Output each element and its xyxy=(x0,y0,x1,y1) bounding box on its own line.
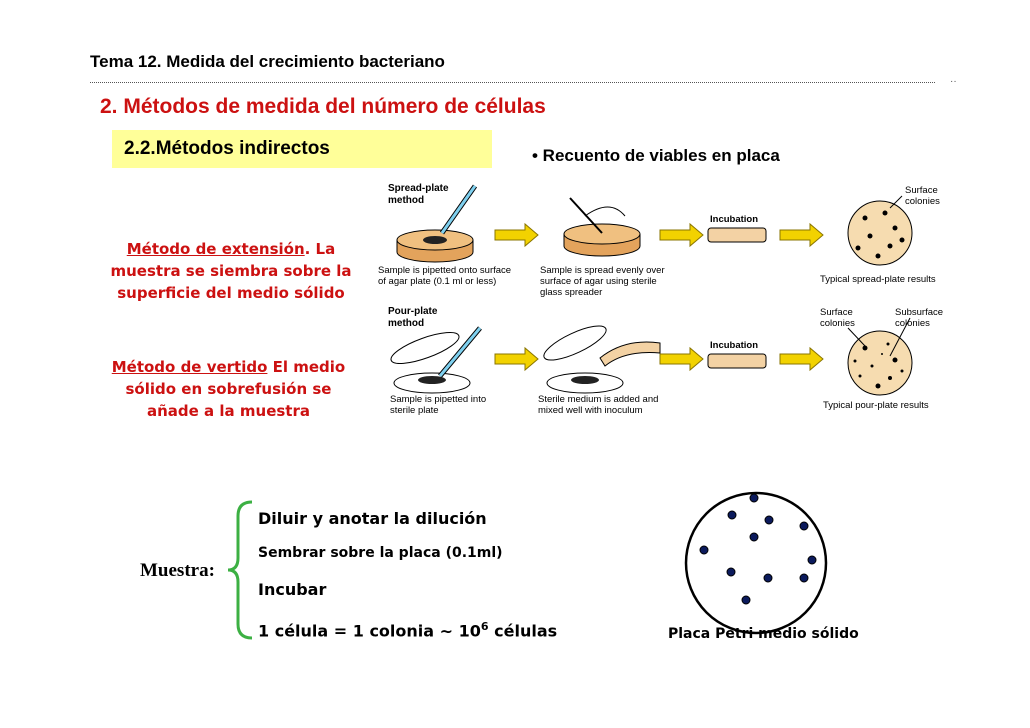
arrow-2 xyxy=(659,222,704,248)
pour-surface-label-1: Surface xyxy=(820,307,853,318)
spread-step2-2: surface of agar using sterile xyxy=(540,276,657,287)
incubation-plate-1 xyxy=(707,227,767,243)
incubation-label-2: Incubation xyxy=(710,340,758,351)
section-heading: 2. Métodos de medida del número de célul… xyxy=(100,95,546,118)
pour-step1-2: sterile plate xyxy=(390,405,439,416)
spread-title-1: Spread-plate xyxy=(388,183,449,194)
spread-plate-1 xyxy=(396,229,474,263)
vertido-line3: añade a la muestra xyxy=(147,402,310,420)
pour-step1-1: Sample is pipetted into xyxy=(390,394,486,405)
title-divider xyxy=(90,82,935,83)
step-plate: Sembrar sobre la placa (0.1ml) xyxy=(258,545,503,561)
surface-pointer xyxy=(889,195,903,209)
bullet-viable-count: • Recuento de viables en placa xyxy=(532,146,780,165)
spread-step1-1: Sample is pipetted onto surface xyxy=(378,265,511,276)
arrow-5 xyxy=(659,346,704,372)
subsurface-label-2: colonies xyxy=(895,318,930,329)
vertido-line2: sólido en sobrefusión se xyxy=(125,380,332,398)
pour-surface-pointer xyxy=(847,327,866,347)
plating-methods-figure: Spread-plate method Sample is pipetted o… xyxy=(378,183,943,416)
green-brace xyxy=(227,500,253,640)
spread-plate-2 xyxy=(563,197,641,257)
pour-pipette-icon xyxy=(438,326,482,378)
extension-line2: muestra se siembra sobre la xyxy=(110,262,352,280)
arrow-3 xyxy=(779,222,824,248)
step-cell-colony: 1 célula = 1 colonia ~ 106 células xyxy=(258,620,557,640)
step-dilute: Diluir y anotar la dilución xyxy=(258,509,487,528)
extension-line1: . La xyxy=(304,240,336,258)
pour-plate-2 xyxy=(543,325,661,394)
pour-step2-2: mixed well with inoculum xyxy=(538,405,643,416)
subsection-box: 2.2.Métodos indirectos xyxy=(112,130,492,168)
vertido-line1: El medio xyxy=(267,358,346,376)
step4-end: células xyxy=(488,621,558,641)
incubation-plate-2 xyxy=(707,353,767,369)
spread-step1-2: of agar plate (0.1 ml or less) xyxy=(378,276,496,287)
pour-title-2: method xyxy=(388,318,424,329)
pour-title-1: Pour-plate xyxy=(388,306,438,317)
step-incubate: Incubar xyxy=(258,580,327,599)
step4-exponent: 6 xyxy=(480,620,489,633)
spread-step2-1: Sample is spread evenly over xyxy=(540,265,665,276)
colony-dots xyxy=(699,493,817,605)
spread-result-plate xyxy=(847,200,913,266)
subsurface-label-1: Subsurface xyxy=(895,307,943,318)
extension-heading: Método de extensión xyxy=(126,240,305,258)
petri-caption: Placa Petri medio sólido xyxy=(668,626,859,642)
step4-main: 1 célula = 1 colonia ~ 10 xyxy=(258,621,481,641)
spread-title-2: method xyxy=(388,195,424,206)
pour-plate-1 xyxy=(390,332,471,394)
arrow-4 xyxy=(494,346,539,372)
pour-surface-label-2: colonies xyxy=(820,318,855,329)
extension-line3: superficie del medio sólido xyxy=(117,284,345,302)
arrow-6 xyxy=(779,346,824,372)
pour-results-label: Typical pour-plate results xyxy=(823,400,929,411)
page-title: Tema 12. Medida del crecimiento bacteria… xyxy=(90,52,445,71)
divider-ornament: ·· xyxy=(950,76,957,87)
spread-results-label: Typical spread-plate results xyxy=(820,274,936,285)
surface-colonies-label-2: colonies xyxy=(905,196,940,207)
pour-result-plate xyxy=(847,330,913,396)
arrow-1 xyxy=(494,222,539,248)
vertido-heading: Método de vertido xyxy=(111,358,268,376)
spread-step2-3: glass spreader xyxy=(540,287,602,298)
subsection-heading: 2.2.Métodos indirectos xyxy=(124,138,330,159)
extension-description: Método de extensión. La muestra se siemb… xyxy=(86,238,376,304)
incubation-label-1: Incubation xyxy=(710,214,758,225)
vertido-description: Método de vertido El medio sólido en sob… xyxy=(86,356,371,422)
muestra-label: Muestra: xyxy=(140,560,215,581)
surface-colonies-label-1: Surface xyxy=(905,185,938,196)
pipette-icon xyxy=(439,184,478,235)
petri-dish-diagram xyxy=(684,491,828,635)
pour-step2-1: Sterile medium is added and xyxy=(538,394,658,405)
subsurface-pointer xyxy=(889,317,911,357)
